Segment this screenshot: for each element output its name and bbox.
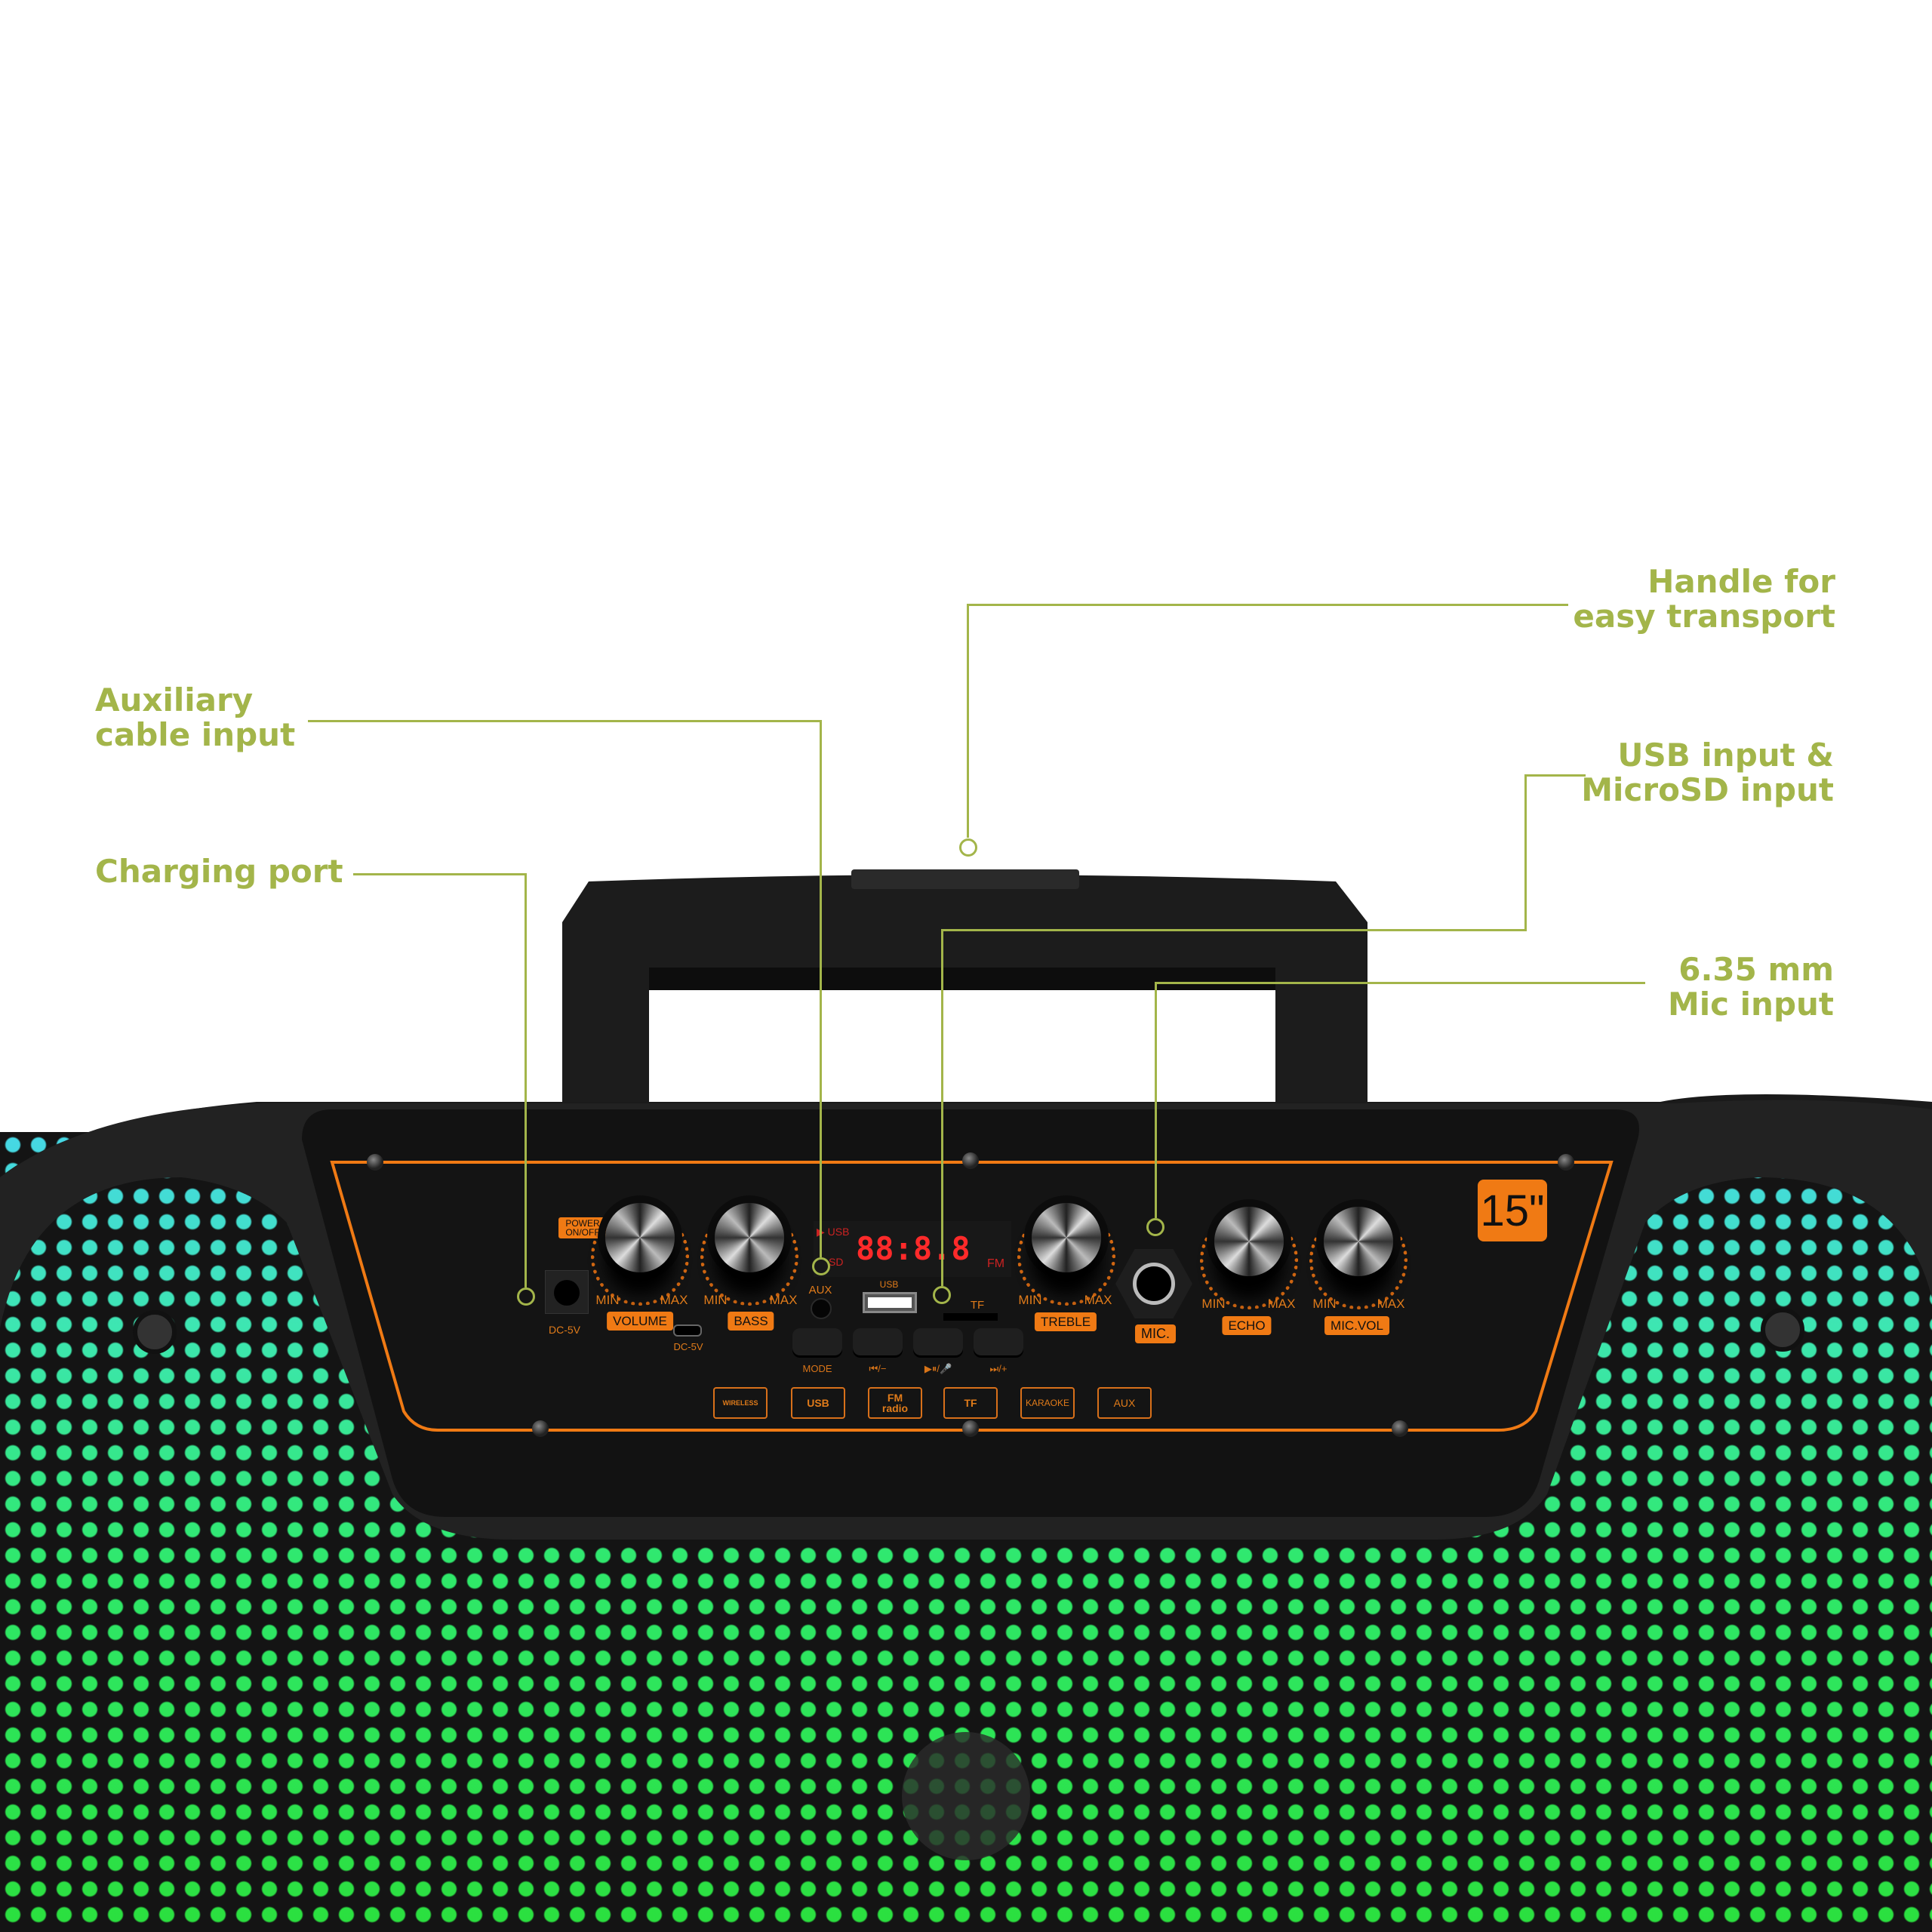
callout-dot (933, 1286, 951, 1304)
leader-line (968, 604, 1568, 606)
display-sd-indicator: SD (829, 1256, 844, 1268)
screw (367, 1154, 383, 1171)
usb-port[interactable] (863, 1292, 917, 1313)
max-label: MAX (1267, 1297, 1296, 1311)
mode-button-label: MODE (802, 1363, 832, 1374)
leader-line (967, 604, 969, 838)
leader-line (1524, 774, 1527, 931)
dc-jack[interactable] (545, 1270, 589, 1314)
mode-icon-tf: TF (943, 1387, 998, 1419)
micro-dc-label: DC-5V (673, 1341, 703, 1352)
next-button[interactable] (974, 1328, 1023, 1355)
leader-line (353, 873, 527, 875)
aux-port[interactable] (811, 1298, 832, 1319)
aux-label: AUX (808, 1284, 832, 1297)
callout-dot (812, 1257, 830, 1275)
display-usb-indicator: ▶ USB (817, 1226, 850, 1238)
echo-label: ECHO (1222, 1316, 1272, 1335)
mic-label: MIC. (1135, 1324, 1176, 1343)
max-label: MAX (769, 1293, 798, 1307)
callout-handle: Handle for easy transport (1573, 563, 1835, 635)
mode-icon-wireless: WIRELESS (713, 1387, 768, 1419)
usb-label: USB (879, 1279, 899, 1290)
micro-usb-port[interactable] (673, 1324, 702, 1337)
play-button-label: ▶⏸/🎤 (924, 1363, 952, 1374)
callout-dot (1146, 1218, 1164, 1236)
mode-icon-usb: USB (791, 1387, 845, 1419)
callout-dot (517, 1287, 535, 1306)
mic-vol-label: MIC.VOL (1324, 1316, 1389, 1335)
treble-label: TREBLE (1034, 1312, 1097, 1331)
screw (962, 1420, 979, 1437)
dc-label: DC-5V (548, 1324, 581, 1336)
screw (1392, 1420, 1408, 1437)
next-button-label: ⏭/+ (989, 1363, 1008, 1374)
max-label: MAX (660, 1293, 688, 1307)
screw (1558, 1154, 1574, 1171)
size-badge: 15" (1478, 1180, 1547, 1241)
leader-line (1155, 982, 1157, 1218)
power-label: POWER ON/OFF (558, 1217, 607, 1238)
display-digits: 88:8.8 (856, 1230, 971, 1267)
tf-label: TF (970, 1299, 985, 1312)
leader-line (1155, 982, 1645, 984)
callout-mic: 6.35 mm Mic input (1667, 951, 1834, 1023)
mode-icon-aux: AUX (1097, 1387, 1152, 1419)
min-label: MIN (1201, 1297, 1226, 1311)
mode-icon-fm: FM radio (868, 1387, 922, 1419)
callout-aux: Auxiliary cable input (95, 681, 296, 753)
leader-line (941, 929, 943, 1286)
led-display: ▶ USB SD 88:8.8 FM (814, 1221, 1011, 1277)
screw (532, 1420, 549, 1437)
min-label: MIN (595, 1293, 620, 1307)
prev-button-label: ⏮/− (869, 1363, 887, 1374)
max-label: MAX (1084, 1293, 1112, 1307)
mode-icon-karaoke: KARAOKE (1020, 1387, 1075, 1419)
play-pause-button[interactable] (913, 1328, 963, 1355)
leader-line (941, 929, 1527, 931)
mode-button[interactable] (792, 1328, 842, 1355)
bass-label: BASS (728, 1312, 774, 1331)
mic-jack[interactable] (1115, 1249, 1192, 1318)
max-label: MAX (1377, 1297, 1405, 1311)
callout-dot (959, 838, 977, 857)
display-fm-indicator: FM (987, 1257, 1005, 1270)
min-label: MIN (703, 1293, 728, 1307)
volume-label: VOLUME (607, 1312, 673, 1331)
screw (962, 1152, 979, 1169)
callout-charging: Charging port (95, 853, 343, 890)
min-label: MIN (1312, 1297, 1337, 1311)
leader-line (1525, 774, 1586, 777)
min-label: MIN (1018, 1293, 1042, 1307)
leader-line (308, 720, 822, 722)
prev-button[interactable] (853, 1328, 903, 1355)
leader-line (525, 873, 527, 1287)
callout-usb: USB input & MicroSD input (1581, 737, 1834, 808)
leader-line (820, 720, 822, 1257)
tf-slot[interactable] (943, 1313, 998, 1321)
